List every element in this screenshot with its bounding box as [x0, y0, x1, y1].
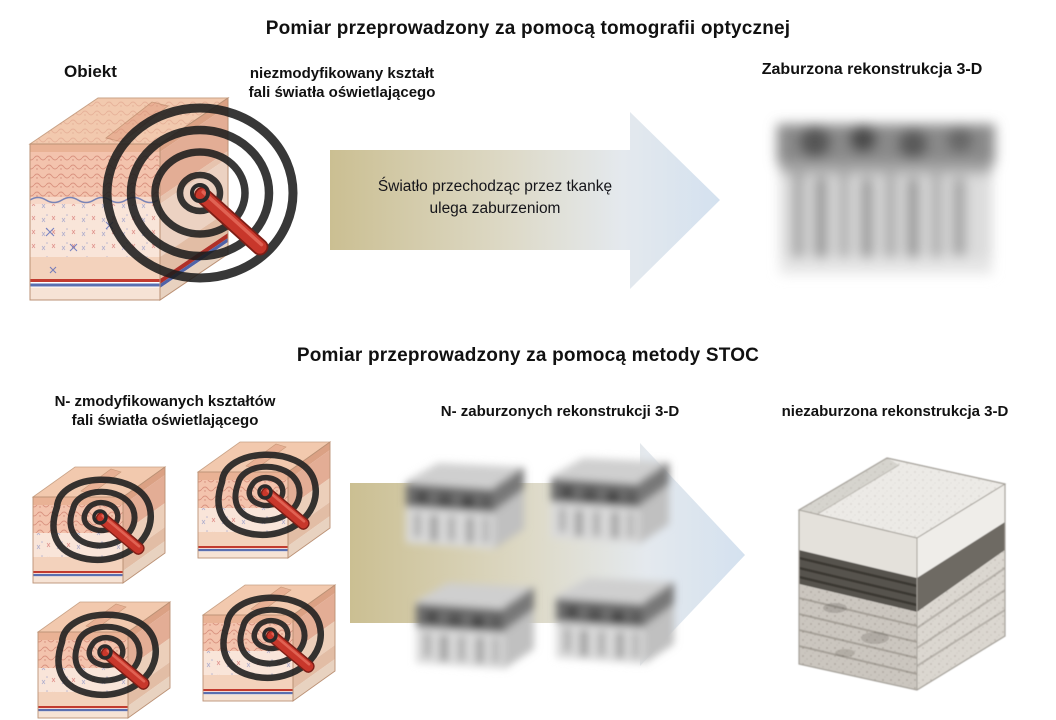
top-arrow-caption: Światło przechodząc przez tkankę ulega z… — [340, 176, 650, 219]
distorted-reconstruction-image — [777, 124, 995, 274]
top-arrow-right-icon — [330, 112, 720, 289]
top-section-title: Pomiar przeprowadzony za pomocą tomograf… — [265, 18, 791, 39]
distorted-reconstructions-label: N- zaburzonych rekonstrukcji 3-D — [440, 403, 680, 420]
distorted-reconstructions-image — [406, 458, 674, 669]
wavefront-rings-icon — [102, 103, 298, 283]
arrow-caption-line2: ulega zaburzeniom — [429, 199, 561, 217]
object-label: Obiekt — [64, 62, 117, 81]
arrow-caption-line1: Światło przechodząc przez tkankę — [377, 178, 613, 195]
bottom-section-title: Pomiar przeprowadzony za pomocą metody S… — [296, 345, 760, 366]
laser-rod-icon — [190, 183, 269, 256]
distorted-reconstruction-label: Zaburzona rekonstrukcja 3-D — [761, 61, 983, 78]
tissue-block-illustration — [28, 97, 298, 301]
undistorted-reconstruction-image — [797, 457, 1007, 691]
unmodified-wavefront-label: niezmodyfikowany kształt fali światła oś… — [248, 65, 436, 102]
undistorted-reconstruction-label: niezaburzona rekonstrukcja 3-D — [781, 403, 1009, 420]
modified-wavefronts-label: N- zmodyfikowanych kształtów fali światł… — [54, 393, 276, 430]
tissue-blocks-illustration — [15, 425, 360, 720]
